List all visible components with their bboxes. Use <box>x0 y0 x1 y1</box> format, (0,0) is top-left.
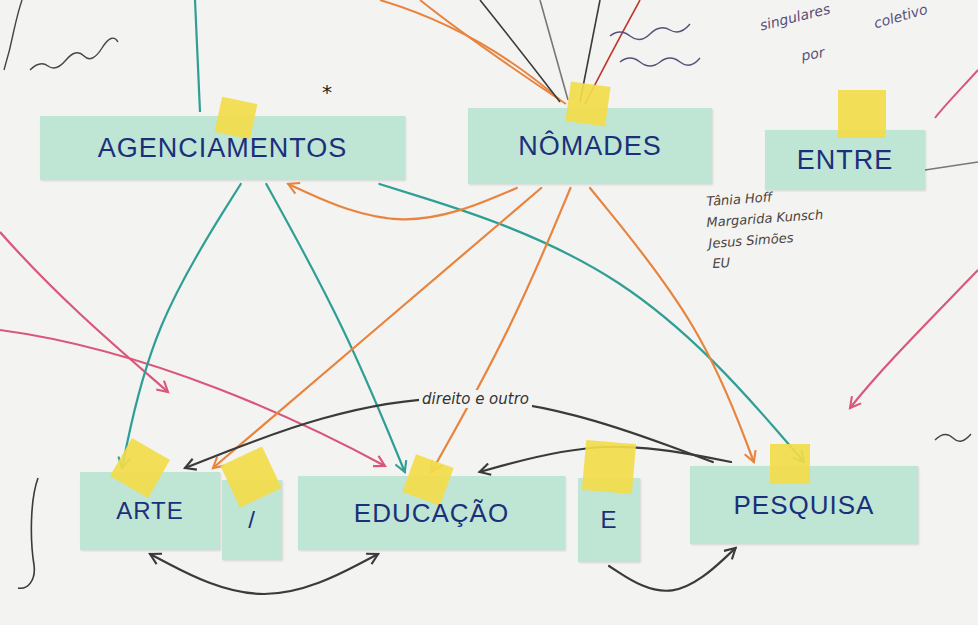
handwritten-note: EU <box>712 255 730 271</box>
handwritten-note: * <box>322 80 332 104</box>
node-label: ARTE <box>116 497 184 525</box>
yellow-tape <box>110 438 170 498</box>
node-label: EDUCAÇÃO <box>354 498 509 529</box>
pink-line <box>935 70 978 118</box>
sticky-note: PESQUISA <box>690 466 918 544</box>
node-label: AGENCIAMENTOS <box>98 133 348 164</box>
pink-arrow <box>0 232 168 392</box>
ink-line <box>925 162 978 170</box>
orange-line <box>380 0 560 100</box>
handwritten-note: Jesus Simões <box>708 230 794 251</box>
bracket <box>18 478 38 588</box>
marker-arrow <box>122 184 241 468</box>
handwriting-scribble <box>30 38 118 70</box>
yellow-tape <box>220 446 281 507</box>
ink-line <box>540 0 568 100</box>
sticky-note: EDUCAÇÃO <box>298 476 565 550</box>
pink-arrow <box>850 270 978 408</box>
yellow-tape <box>582 440 636 494</box>
yellow-tape <box>838 90 886 138</box>
marker-arrow <box>213 188 541 468</box>
ink-line <box>480 0 560 102</box>
handwriting-scribble <box>935 434 971 441</box>
marker-arrow <box>150 554 378 594</box>
node-label: PESQUISA <box>734 490 875 521</box>
handwritten-note: coletivo <box>872 1 929 32</box>
sticky-note: NÔMADES <box>468 108 712 184</box>
marker-arrow <box>432 188 571 472</box>
yellow-tape <box>770 444 810 484</box>
marker-arrow <box>590 188 754 462</box>
sticky-note: E <box>578 478 640 562</box>
handwriting-scribble <box>620 58 700 66</box>
marker-arrow <box>288 184 517 219</box>
node-label: E <box>600 506 617 534</box>
node-label: ENTRE <box>797 145 894 176</box>
sticky-note: ENTRE <box>765 130 925 190</box>
handwritten-note: singulares <box>758 1 832 34</box>
edge-label: direito e outro <box>419 390 532 408</box>
pink-arrow <box>0 330 385 466</box>
yellow-tape <box>565 81 610 126</box>
handwritten-note: Margarida Kunsch <box>706 207 824 230</box>
node-label: NÔMADES <box>518 131 662 162</box>
handwritten-note: por <box>800 44 826 64</box>
node-label: / <box>248 506 256 534</box>
handwritten-note: Tânia Hoff <box>706 189 772 209</box>
handwriting-scribble <box>4 0 22 70</box>
sticky-note: AGENCIAMENTOS <box>40 116 405 180</box>
handwriting-scribble <box>610 24 690 40</box>
sticky-note: ARTE <box>80 472 220 550</box>
sticky-note: / <box>222 480 282 560</box>
teal-line <box>195 0 200 112</box>
